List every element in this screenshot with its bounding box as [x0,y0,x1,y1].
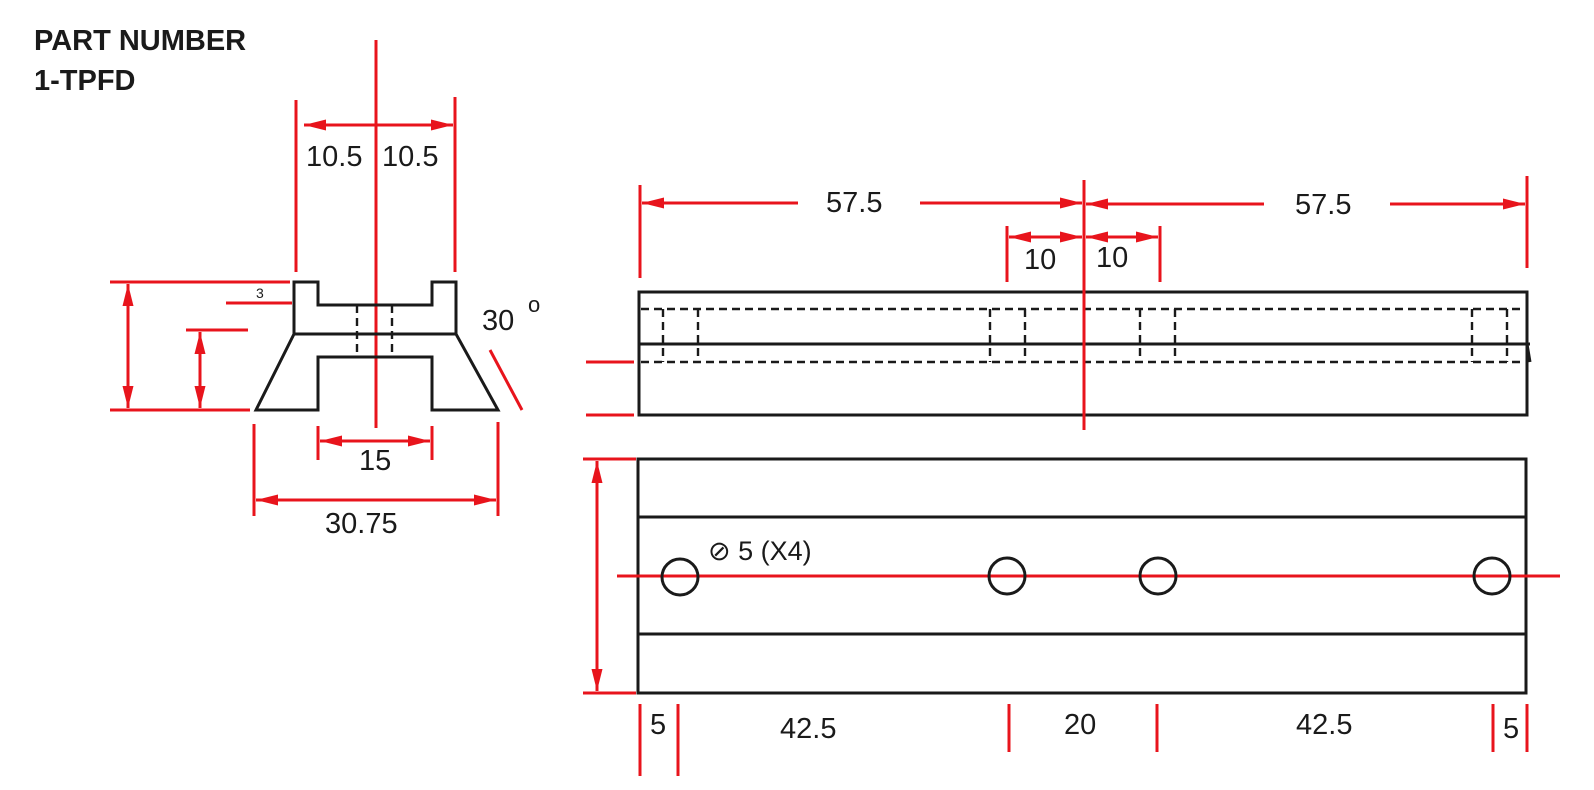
side-view: 57.5 57.5 10 10 [586,176,1532,430]
hole-3 [1138,556,1178,596]
dim-base: 30.75 [325,508,398,540]
title-block: PART NUMBER 1-TPFD [34,25,246,97]
dim-center-right: 10 [1096,242,1128,274]
dim-length-right: 57.5 [1295,189,1351,221]
dim-top-right: 10.5 [382,141,438,173]
title-line-2: 1-TPFD [34,65,136,97]
dim-center-left: 10 [1024,244,1056,276]
top-view: ⊘ 5 (X4) 5 42.5 20 42.5 5 [583,457,1560,776]
hole-4 [1472,556,1512,596]
spacing-label-1: 5 [650,709,666,741]
dim-slot: 15 [359,445,391,477]
spacing-label-4: 42.5 [1296,709,1352,741]
dim-angle-unit: o [528,292,540,317]
hole-callout: ⊘ 5 (X4) [708,536,812,566]
spacing-label-2: 42.5 [780,713,836,745]
spacing-label-5: 5 [1503,713,1519,745]
dim-length-left: 57.5 [826,187,882,219]
title-line-1: PART NUMBER [34,25,246,57]
end-view: 10.5 10.5 3 30 o 15 30.75 [110,40,540,540]
spacing-label-3: 20 [1064,709,1096,741]
angle-leader [488,349,524,411]
side-view-lip [1525,343,1532,363]
hole-1 [660,557,700,597]
dim-angle: 30 [482,305,514,337]
hole-2 [987,556,1027,596]
dim-top-left: 10.5 [306,141,362,173]
dim-step: 3 [256,285,264,301]
